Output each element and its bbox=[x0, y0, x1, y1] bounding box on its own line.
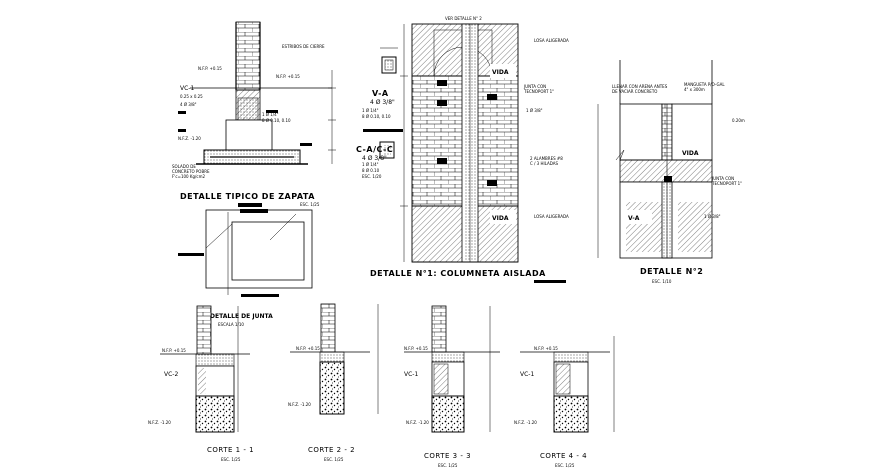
svg-text:N.F.Z. -1.20: N.F.Z. -1.20 bbox=[406, 420, 429, 425]
svg-text:ESTRIBOS DE CIERRE: ESTRIBOS DE CIERRE bbox=[282, 44, 325, 49]
svg-text:0.20m: 0.20m bbox=[732, 118, 745, 123]
top-note: VER DETALLE N° 2 bbox=[445, 16, 482, 21]
svg-text:JUNTA CON: JUNTA CON bbox=[523, 84, 546, 89]
svg-text:8 Ø 0.10: 8 Ø 0.10 bbox=[362, 168, 380, 173]
svg-text:N.F.P. +0.15: N.F.P. +0.15 bbox=[276, 74, 300, 79]
corte-1-label: CORTE 1 - 1 bbox=[207, 446, 254, 454]
svg-text:8 Ø 0.10, 0.10: 8 Ø 0.10, 0.10 bbox=[362, 114, 391, 119]
corte-1: VC-2 N.F.P. +0.15 N.F.Z. -1.20 CORTE 1 -… bbox=[148, 305, 254, 462]
corte-2-scale: ESC. 1/25 bbox=[324, 457, 344, 462]
svg-text:N.F.Z. -1.20: N.F.Z. -1.20 bbox=[514, 420, 537, 425]
svg-text:1 Ø 3/8": 1 Ø 3/8" bbox=[526, 108, 543, 113]
corte-4-label: CORTE 4 - 4 bbox=[540, 452, 587, 460]
corte-3-scale: ESC. 1/25 bbox=[438, 463, 458, 468]
svg-text:LOSA ALIGERADA: LOSA ALIGERADA bbox=[534, 214, 569, 219]
svg-text:2 ALAMBRES #8: 2 ALAMBRES #8 bbox=[530, 156, 563, 161]
corte-3: VC-1 N.F.P. +0.15 N.F.Z. -1.20 CORTE 3 -… bbox=[404, 305, 500, 468]
zapata-scale: ESC. 1/25 bbox=[300, 202, 320, 207]
svg-text:N.F.Z. -1.20: N.F.Z. -1.20 bbox=[178, 136, 201, 141]
svg-text:DE VACIAR CONCRETO: DE VACIAR CONCRETO bbox=[612, 89, 657, 94]
svg-text:N.F.P. +0.15: N.F.P. +0.15 bbox=[404, 346, 428, 351]
zapata-title: DETALLE TIPICO DE ZAPATA bbox=[180, 192, 315, 201]
svg-text:1 Ø 1/4": 1 Ø 1/4" bbox=[262, 112, 279, 117]
svg-text:JUNTA CON: JUNTA CON bbox=[711, 176, 734, 181]
svg-text:LLENAR CON ARENA ANTES: LLENAR CON ARENA ANTES bbox=[612, 84, 668, 89]
svg-text:N.F.Z. -1.20: N.F.Z. -1.20 bbox=[288, 402, 311, 407]
svg-text:TECNOPORT 1": TECNOPORT 1" bbox=[523, 89, 554, 94]
ca-cc-bars: 4 Ø 3/8" bbox=[362, 155, 387, 162]
detalle-2: V-A VIDA LLENAR CON ARENA ANTES DE VACIA… bbox=[597, 60, 745, 284]
svg-text:N.F.Z. -1.20: N.F.Z. -1.20 bbox=[148, 420, 171, 425]
va-bars: 4 Ø 3/8" bbox=[370, 99, 395, 106]
vc2-label: VC-2 bbox=[164, 371, 178, 378]
vc1-dims: 0.25 x 0.25 bbox=[180, 94, 203, 99]
svg-text:N.F.P. +0.15: N.F.P. +0.15 bbox=[198, 66, 222, 71]
vida-label-bottom: VIDA bbox=[492, 215, 509, 222]
svg-text:N.F.P. +0.15: N.F.P. +0.15 bbox=[296, 346, 320, 351]
svg-text:C / 3 HILADAS: C / 3 HILADAS bbox=[530, 161, 558, 166]
svg-text:4" x 300m: 4" x 300m bbox=[684, 87, 705, 92]
vc1c-label: VC-1 bbox=[520, 371, 534, 378]
svg-text:LOSA ALIGERADA: LOSA ALIGERADA bbox=[534, 38, 569, 43]
corte-4-scale: ESC. 1/25 bbox=[555, 463, 575, 468]
columneta-detail: VER DETALLE N° 2 VIDA VIDA V-A 4 Ø 3/8" … bbox=[356, 16, 569, 283]
detalle2-title: DETALLE N°2 bbox=[640, 267, 703, 276]
svg-text:1 Ø 3/8": 1 Ø 3/8" bbox=[704, 214, 721, 219]
svg-text:1 Ø 1/4": 1 Ø 1/4" bbox=[362, 108, 379, 113]
va-label: V-A bbox=[372, 89, 389, 98]
vida-label-top: VIDA bbox=[492, 69, 509, 76]
corte-4: VC-1 N.F.P. +0.15 N.F.Z. -1.20 CORTE 4 -… bbox=[514, 336, 615, 468]
svg-text:4 Ø 3/8": 4 Ø 3/8" bbox=[180, 102, 197, 107]
svg-text:N.F.P. +0.15: N.F.P. +0.15 bbox=[162, 348, 186, 353]
svg-text:F'c=100 Kg/cm2: F'c=100 Kg/cm2 bbox=[172, 174, 205, 179]
junta-scale: ESCALA 1/10 bbox=[218, 322, 244, 327]
junta-title: DETALLE DE JUNTA bbox=[210, 313, 273, 320]
vc1b-label: VC-1 bbox=[404, 371, 418, 378]
va-label-2: V-A bbox=[628, 215, 640, 222]
vida-label-3: VIDA bbox=[682, 150, 699, 157]
columneta-title: DETALLE N°1: COLUMNETA AISLADA bbox=[370, 269, 546, 278]
svg-text:CONCRETO POBRE: CONCRETO POBRE bbox=[172, 169, 210, 174]
svg-text:SOLADO DE: SOLADO DE bbox=[172, 164, 196, 169]
corte-2-label: CORTE 2 - 2 bbox=[308, 446, 355, 454]
corte-1-scale: ESC. 1/25 bbox=[221, 457, 241, 462]
svg-text:MANGUETA P/O-GAL: MANGUETA P/O-GAL bbox=[684, 82, 725, 87]
corte-2: N.F.P. +0.15 N.F.Z. -1.20 CORTE 2 - 2 ES… bbox=[288, 303, 379, 462]
svg-text:TECNOPORT 1": TECNOPORT 1" bbox=[711, 181, 742, 186]
svg-text:8 Ø 0.10, 0.10: 8 Ø 0.10, 0.10 bbox=[262, 118, 291, 123]
zapata-detail: N.F.P. +0.15 N.F.P. +0.15 ESTRIBOS DE CI… bbox=[172, 21, 336, 207]
svg-text:1 Ø 1/4": 1 Ø 1/4" bbox=[362, 162, 379, 167]
svg-text:N.F.P. +0.15: N.F.P. +0.15 bbox=[534, 346, 558, 351]
detalle2-scale: ESC. 1/10 bbox=[652, 279, 672, 284]
ca-cc-label: C-A/C-C bbox=[356, 145, 393, 154]
corte-3-label: CORTE 3 - 3 bbox=[424, 452, 471, 460]
svg-text:ESC. 1/20: ESC. 1/20 bbox=[362, 174, 382, 179]
zapata-plan bbox=[178, 203, 313, 297]
vc1-label: VC-1 bbox=[180, 85, 194, 92]
